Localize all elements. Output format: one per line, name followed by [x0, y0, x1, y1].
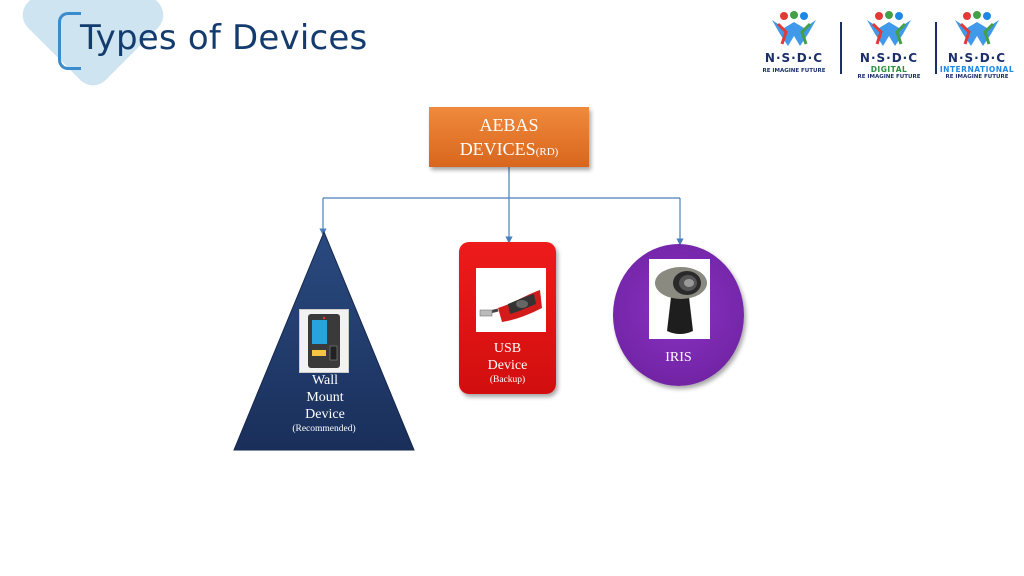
nsdc-international-logo: N·S·D·C INTERNATIONAL RE IMAGINE FUTURE: [933, 10, 1021, 82]
root-line-2: DEVICES(RD): [429, 137, 589, 164]
logo-tagline: RE IMAGINE FUTURE: [857, 74, 921, 80]
nsdc-logo: N·S·D·C RE IMAGINE FUTURE: [750, 10, 838, 82]
wall-mount-device-image: [299, 309, 349, 373]
aebas-devices-box: AEBAS DEVICES(RD): [429, 107, 589, 167]
root-line-2-text: DEVICES: [459, 139, 536, 159]
logo-word: N·S·D·C: [859, 51, 919, 65]
usb-note: (Backup): [489, 375, 526, 385]
people-icon: [772, 11, 816, 46]
logo-word: N·S·D·C: [764, 51, 824, 65]
wall-line-2: Mount: [306, 390, 344, 405]
root-suffix: (RD): [535, 146, 559, 158]
nsdc-digital-logo: N·S·D·C DIGITAL RE IMAGINE FUTURE: [845, 10, 933, 82]
logo-word: N·S·D·C: [947, 51, 1007, 65]
root-line-1: AEBAS: [479, 115, 539, 135]
logo-sub: INTERNATIONAL: [939, 65, 1015, 74]
wall-line-1: Wall: [311, 373, 339, 388]
people-icon: [867, 11, 911, 46]
wall-mount-label: Wall Mount Device: [270, 372, 380, 423]
iris-scanner-image: [649, 259, 710, 339]
logo-divider: [935, 22, 937, 74]
slide-title: Types of Devices: [80, 18, 368, 58]
title-bracket: [58, 12, 81, 70]
logo-tagline: RE IMAGINE FUTURE: [945, 74, 1009, 80]
logo-divider: [840, 22, 842, 74]
people-icon: [955, 11, 999, 46]
wall-mount-note: (Recommended): [292, 424, 356, 434]
logo-tagline: RE IMAGINE FUTURE: [762, 68, 826, 74]
usb-line-2: Device: [487, 358, 528, 373]
logo-sub: DIGITAL: [870, 65, 908, 74]
iris-label: IRIS: [665, 350, 692, 365]
usb-line-1: USB: [493, 341, 522, 356]
wall-line-3: Device: [305, 407, 345, 422]
usb-fingerprint-scanner-image: [476, 268, 546, 332]
usb-label: USB Device: [459, 340, 556, 374]
